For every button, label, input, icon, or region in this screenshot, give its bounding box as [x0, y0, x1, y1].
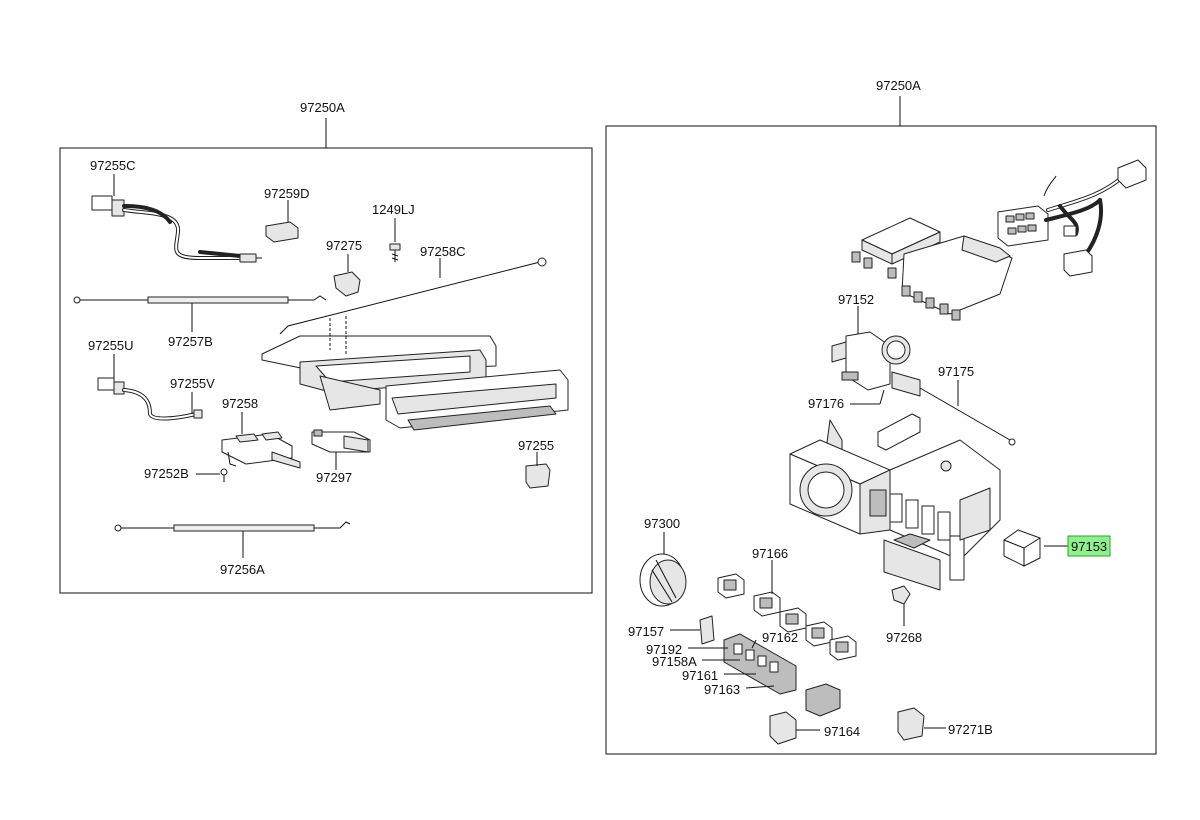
- label-97176[interactable]: 97176: [808, 396, 844, 411]
- right-group-frame: [605, 125, 1157, 755]
- cable-97175-drawing: [919, 387, 1011, 441]
- part-97268-drawing: [891, 585, 911, 605]
- knob-97271b-drawing: [897, 707, 925, 741]
- rod-97256a-drawing: [114, 521, 351, 532]
- label-97268[interactable]: 97268: [886, 630, 922, 645]
- circuit-board-drawing: [851, 217, 1013, 321]
- label-97158a[interactable]: 97158A: [652, 654, 697, 669]
- label-97162[interactable]: 97162: [762, 630, 798, 645]
- cable-97258c-drawing: [279, 257, 547, 335]
- highlight-97153: [1067, 535, 1111, 557]
- rod-97257b-drawing: [73, 295, 327, 304]
- cap-97157-drawing: [699, 615, 715, 645]
- label-97163[interactable]: 97163: [704, 682, 740, 697]
- label-97257b[interactable]: 97257B: [168, 334, 213, 349]
- label-97271b[interactable]: 97271B: [948, 722, 993, 737]
- harness-97255c-drawing: [91, 195, 262, 263]
- label-97152[interactable]: 97152: [838, 292, 874, 307]
- label-97164[interactable]: 97164: [824, 724, 860, 739]
- switch-97258-drawing: [221, 431, 301, 469]
- label-97192[interactable]: 97192: [646, 642, 682, 657]
- label-97275[interactable]: 97275: [326, 238, 362, 253]
- label-97258[interactable]: 97258: [222, 396, 258, 411]
- screw-97252b-drawing: [220, 468, 228, 482]
- label-97175[interactable]: 97175: [938, 364, 974, 379]
- label-97153[interactable]: 97153: [1071, 539, 1107, 554]
- small-switch-drawing: [877, 413, 921, 451]
- label-97255[interactable]: 97255: [518, 438, 554, 453]
- actuator-97152-drawing: [831, 331, 921, 397]
- label-97157[interactable]: 97157: [628, 624, 664, 639]
- control-body-right-drawing: [789, 419, 1001, 591]
- label-97300[interactable]: 97300: [644, 516, 680, 531]
- label-97255u[interactable]: 97255U: [88, 338, 134, 353]
- connector-drawing: [805, 683, 841, 717]
- knob-97164-drawing: [769, 711, 797, 745]
- label-97166[interactable]: 97166: [752, 546, 788, 561]
- clip-97259d-drawing: [265, 221, 299, 243]
- knob-97255-drawing: [525, 463, 551, 489]
- screw-1249lj-drawing: [389, 243, 401, 262]
- label-97256a[interactable]: 97256A: [220, 562, 265, 577]
- knob-97300-drawing: [639, 553, 687, 607]
- module-97153-drawing: [1003, 529, 1041, 567]
- label-97255c[interactable]: 97255C: [90, 158, 136, 173]
- clip-97275-drawing: [333, 271, 361, 297]
- label-97259d[interactable]: 97259D: [264, 186, 310, 201]
- harness-97255u-drawing: [97, 377, 203, 421]
- switch-97297-drawing: [311, 429, 371, 453]
- label-97161[interactable]: 97161: [682, 668, 718, 683]
- right-assembly-group: 97250A: [605, 78, 1157, 755]
- label-97297[interactable]: 97297: [316, 470, 352, 485]
- buttons-97166-drawing: [717, 573, 857, 661]
- label-1249lj[interactable]: 1249LJ: [372, 202, 415, 217]
- left-assembly-group: 97250A 97255C 97259D 1249LJ: [59, 100, 593, 594]
- label-97258c[interactable]: 97258C: [420, 244, 466, 259]
- label-97255v[interactable]: 97255V: [170, 376, 215, 391]
- main-harness-drawing: [997, 159, 1147, 277]
- switch-strip-drawing: [723, 633, 797, 695]
- control-body-left-drawing: [261, 316, 569, 431]
- right-group-title[interactable]: 97250A: [876, 78, 921, 93]
- label-97252b[interactable]: 97252B: [144, 466, 189, 481]
- left-group-title[interactable]: 97250A: [300, 100, 345, 115]
